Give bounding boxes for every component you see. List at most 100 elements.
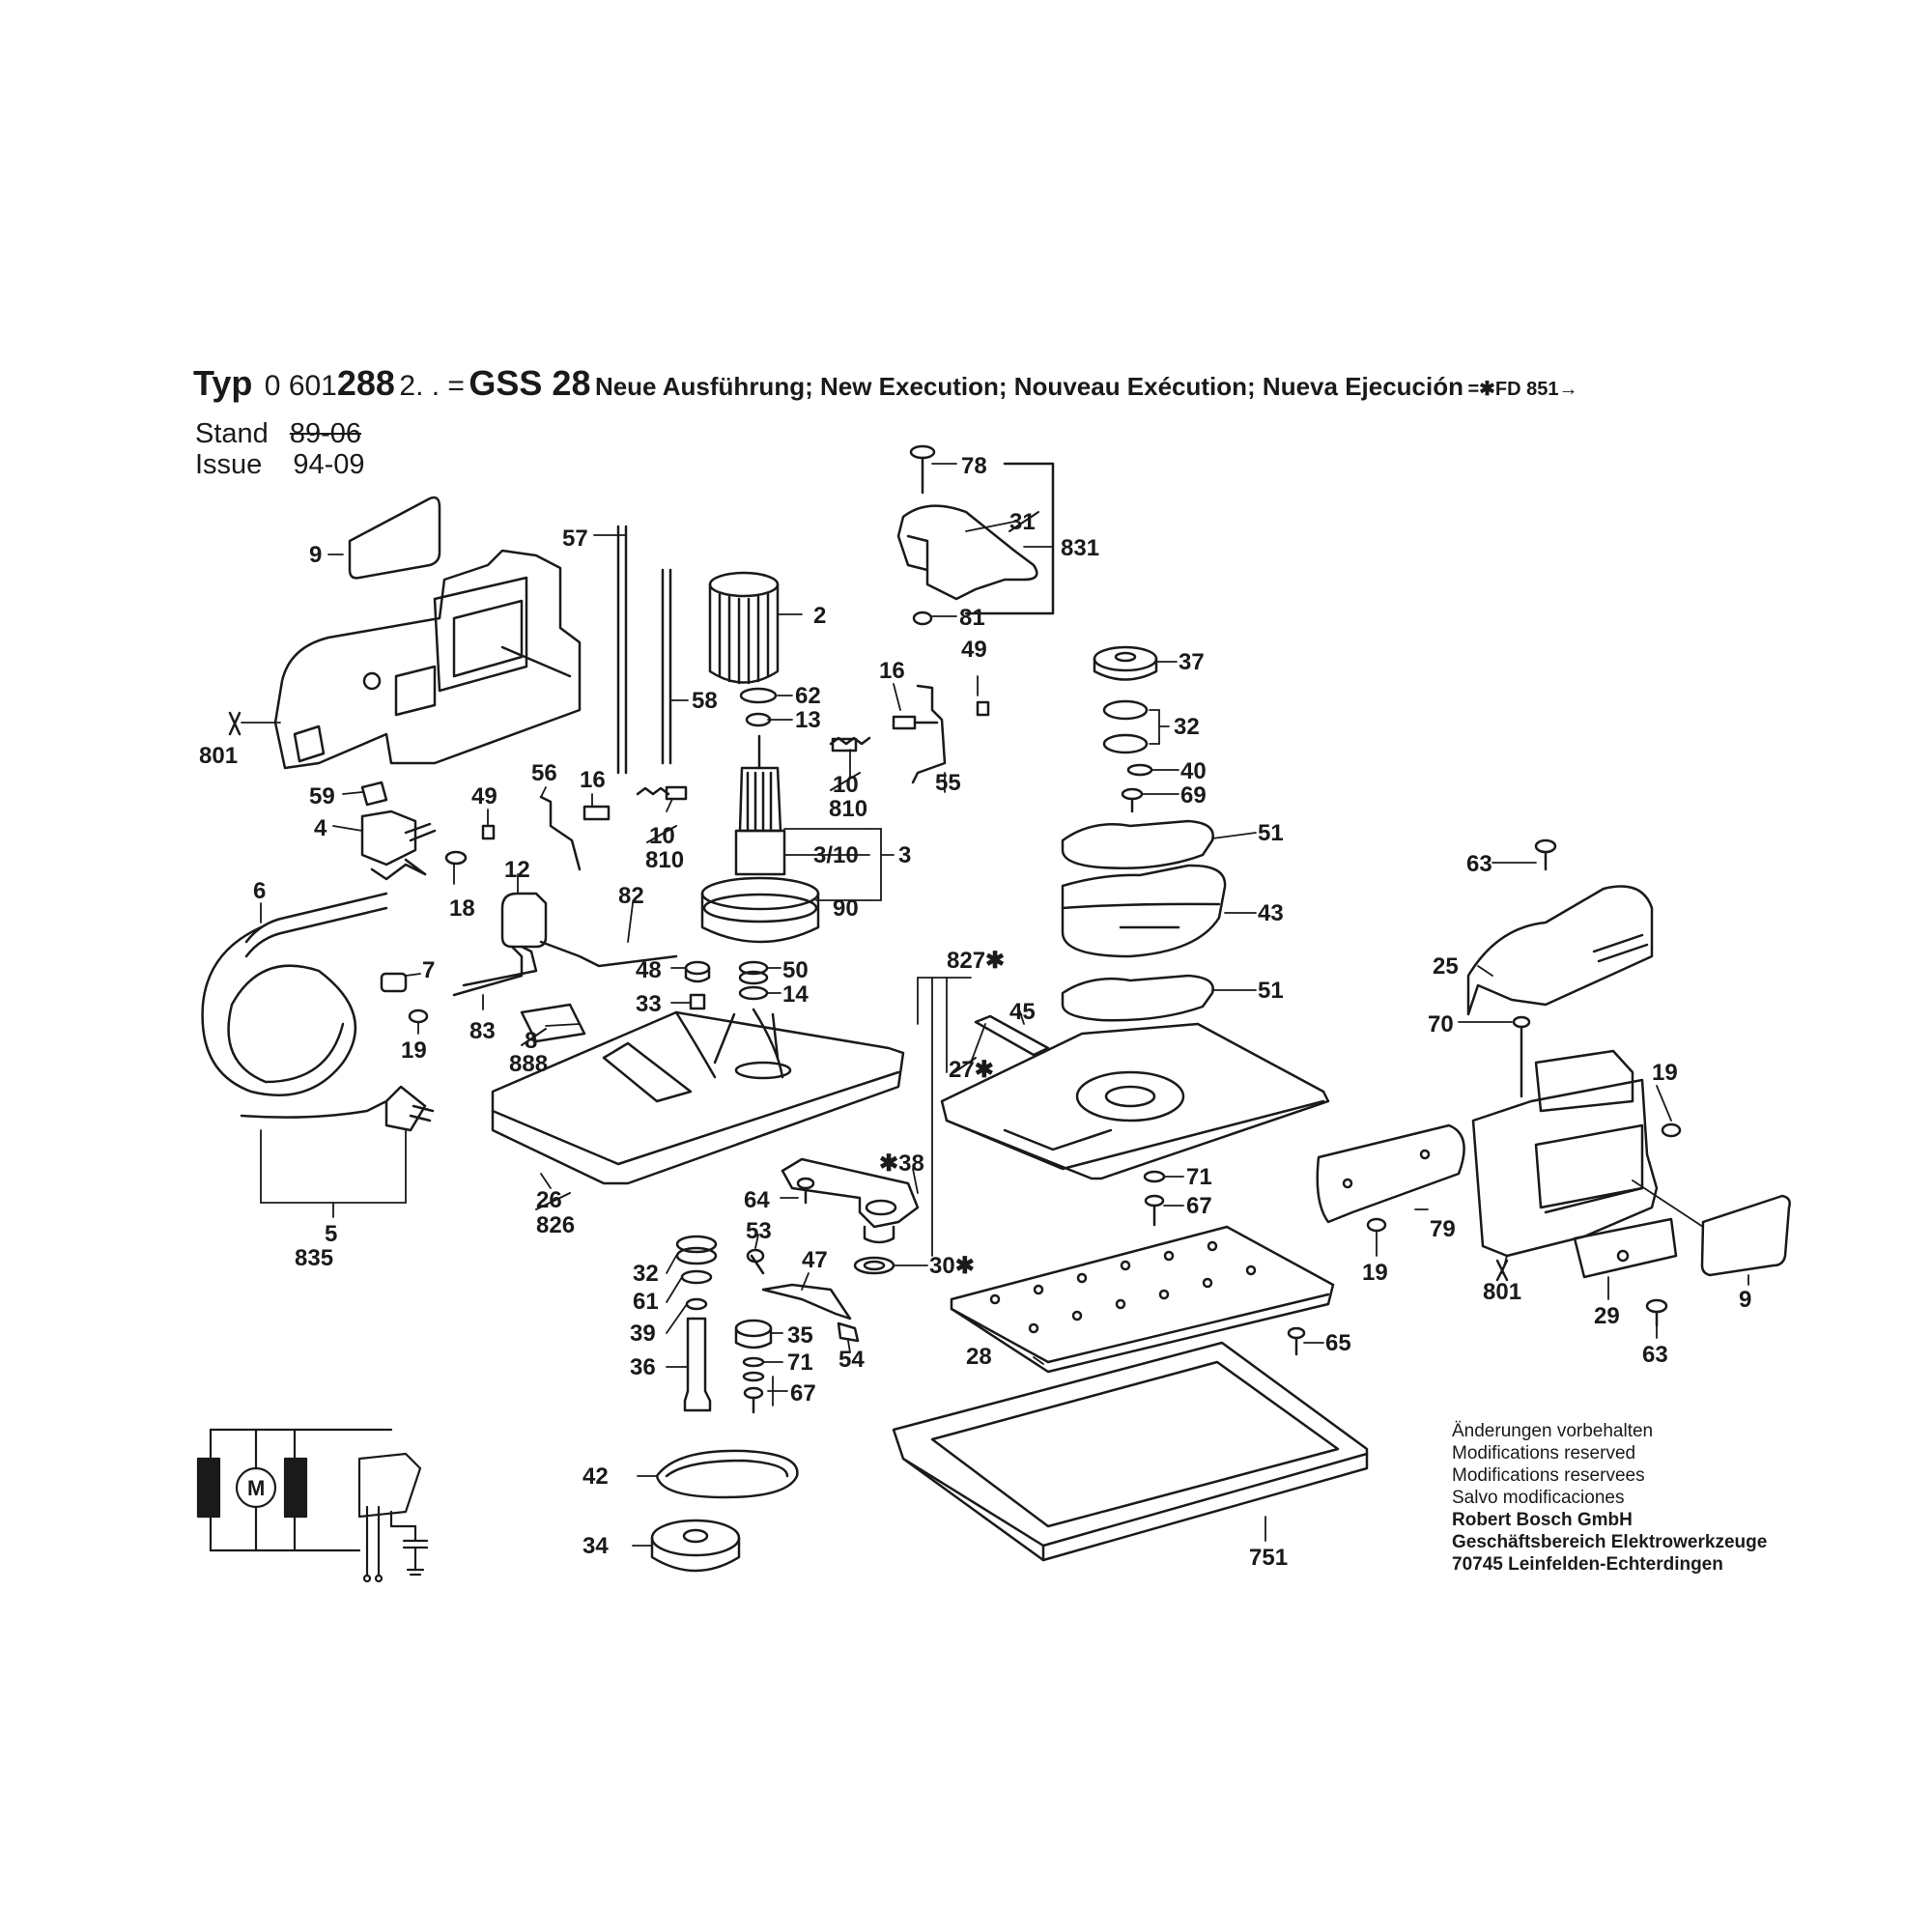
callout-6: 6 [253, 878, 266, 904]
callout-33: 33 [636, 991, 662, 1017]
callout-831: 831 [1061, 535, 1099, 561]
callout-10a: 10 [833, 772, 859, 798]
callout-57: 57 [562, 526, 588, 552]
motor-cover-part-25 [1466, 885, 1654, 1016]
note-line-3: Modifications reservees [1452, 1465, 1645, 1486]
callout-7: 7 [422, 957, 435, 983]
switch-part [360, 810, 427, 881]
clamp-band-part-51b [1061, 974, 1214, 1022]
field-coil-part [708, 571, 780, 685]
bearing-part-13 [745, 712, 772, 727]
callout-54: 54 [838, 1347, 865, 1373]
wiring-schematic [196, 1428, 429, 1583]
callout-70: 70 [1428, 1011, 1454, 1037]
spring-part-810a [829, 736, 871, 753]
callout-39: 39 [630, 1321, 656, 1347]
callout-36: 36 [630, 1354, 656, 1380]
clip-part-49a [976, 700, 990, 717]
note-line-1: Änderungen vorbehalten [1452, 1421, 1654, 1441]
screw-part-18 [444, 850, 468, 866]
dust-ring-part-43 [1061, 864, 1227, 958]
strip-part-45 [974, 1014, 1050, 1057]
toothed-belt-part-42 [655, 1449, 799, 1499]
callout-67a: 67 [1186, 1193, 1212, 1219]
callout-45: 45 [1009, 999, 1036, 1025]
callout-5: 5 [325, 1221, 337, 1247]
break-marker-801a [228, 711, 242, 736]
callout-29: 29 [1594, 1303, 1620, 1329]
bearing-part-32b [675, 1235, 718, 1265]
screw-part-19b [1661, 1122, 1682, 1138]
company-name: Robert Bosch GmbH [1452, 1510, 1633, 1530]
clamp-band-part-51a [1061, 819, 1214, 870]
washer-part-71a [1143, 1170, 1166, 1183]
callout-35: 35 [787, 1322, 813, 1349]
screw-part-67a [1144, 1194, 1165, 1227]
label-part-888 [520, 1003, 586, 1043]
callout-58: 58 [692, 688, 718, 714]
fd-marker: =✱FD 851→ [1467, 379, 1578, 400]
callout-18: 18 [449, 895, 475, 922]
screw-part-69 [1121, 787, 1144, 813]
callout-27: 27✱ [949, 1057, 994, 1083]
callout-90: 90 [833, 895, 859, 922]
typ-suffix: 2. . = [399, 370, 465, 402]
callout-32b: 32 [633, 1261, 659, 1287]
callout-47: 47 [802, 1247, 828, 1273]
callout-3-10: 3/10 [813, 842, 859, 868]
washer-part-71bb [742, 1371, 765, 1382]
sanding-pad-part [950, 1225, 1335, 1374]
callout-801b: 801 [1483, 1279, 1521, 1305]
issue-value: 94-09 [293, 449, 365, 480]
callout-37: 37 [1179, 649, 1205, 675]
callout-69: 69 [1180, 782, 1207, 809]
callout-62: 62 [795, 683, 821, 709]
cap-part-48 [684, 960, 711, 983]
callout-63a: 63 [1466, 851, 1492, 877]
callout-61: 61 [633, 1289, 659, 1315]
spring-part-810b [636, 785, 688, 801]
brush-holder-part-16a [892, 715, 939, 730]
side-cover-part-79 [1316, 1123, 1465, 1224]
rod-part-58 [661, 568, 672, 765]
callout-64: 64 [744, 1187, 770, 1213]
callout-43: 43 [1258, 900, 1284, 926]
callout-79: 79 [1430, 1216, 1456, 1242]
break-marker-801b [1495, 1259, 1509, 1282]
stand-value: 89-06 [289, 418, 362, 449]
ring-part-39 [685, 1297, 708, 1311]
screw-part-78 [909, 444, 936, 495]
note-line-4: Salvo modificaciones [1452, 1488, 1625, 1508]
execution-text: Neue Ausführung; New Execution; Nouveau … [594, 372, 1464, 401]
pin-part-54 [837, 1321, 860, 1343]
callout-888: 888 [509, 1051, 548, 1077]
bracket-part-59 [360, 781, 388, 807]
brush-lead-part-55 [911, 684, 947, 784]
title-line: Typ 0 601288 2. . = GSS 28 Neue Ausführu… [193, 363, 1578, 404]
callout-78: 78 [961, 453, 987, 479]
callout-16b: 16 [580, 767, 606, 793]
screw-part-63b [1645, 1298, 1668, 1327]
callout-48: 48 [636, 957, 662, 983]
callout-19c: 19 [1362, 1260, 1388, 1286]
callout-59: 59 [309, 783, 335, 810]
callout-3: 3 [898, 842, 911, 868]
stand-label: Stand [195, 418, 269, 449]
screw-part-67b [743, 1386, 764, 1414]
typ-word: Typ [193, 363, 253, 403]
callout-67b: 67 [790, 1380, 816, 1406]
callout-50: 50 [782, 957, 809, 983]
callout-81: 81 [959, 605, 985, 631]
callout-8: 8 [525, 1028, 537, 1054]
leader-lines [241, 463, 1749, 1547]
callout-38: ✱38 [879, 1151, 924, 1177]
plate-part-29 [1573, 1217, 1678, 1279]
callout-16a: 16 [879, 658, 905, 684]
cable-lead-45-lines [404, 822, 437, 876]
callout-83: 83 [469, 1018, 496, 1044]
callout-13: 13 [795, 707, 821, 733]
eccentric-part-53 [746, 1248, 765, 1275]
typ-number-prefix: 0 601 [264, 370, 337, 402]
nut-part-81 [912, 611, 933, 626]
